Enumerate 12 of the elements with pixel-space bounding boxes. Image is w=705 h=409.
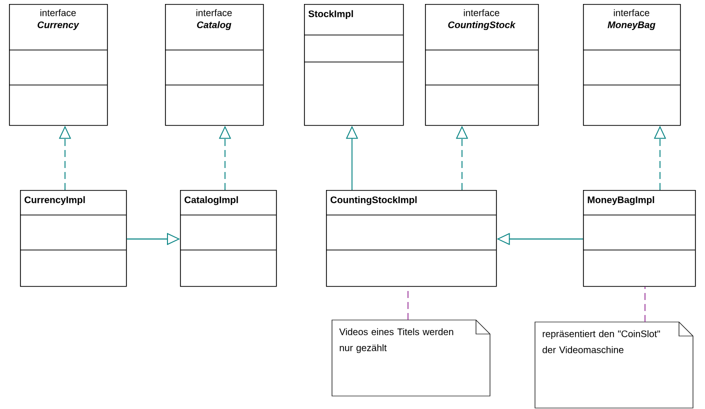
- interface-box: interface Currency: [8, 4, 108, 126]
- note-link: [644, 286, 646, 322]
- class-box: StockImpl: [304, 4, 404, 126]
- interface-box: interface MoneyBag: [582, 4, 681, 126]
- class-box: MoneyBagImpl: [582, 190, 696, 287]
- interface-box: interface Catalog: [164, 4, 264, 126]
- class-box: CatalogImpl: [180, 190, 277, 287]
- note: Videos eines Titels werden nur gezählt: [332, 320, 490, 396]
- class-box: CurrencyImpl: [20, 190, 127, 287]
- interface-box: interface CountingStock: [424, 4, 539, 126]
- note: repräsentiert den "CoinSlot" der Videomaschine: [534, 322, 694, 408]
- class-box: CountingStockImpl: [326, 190, 497, 287]
